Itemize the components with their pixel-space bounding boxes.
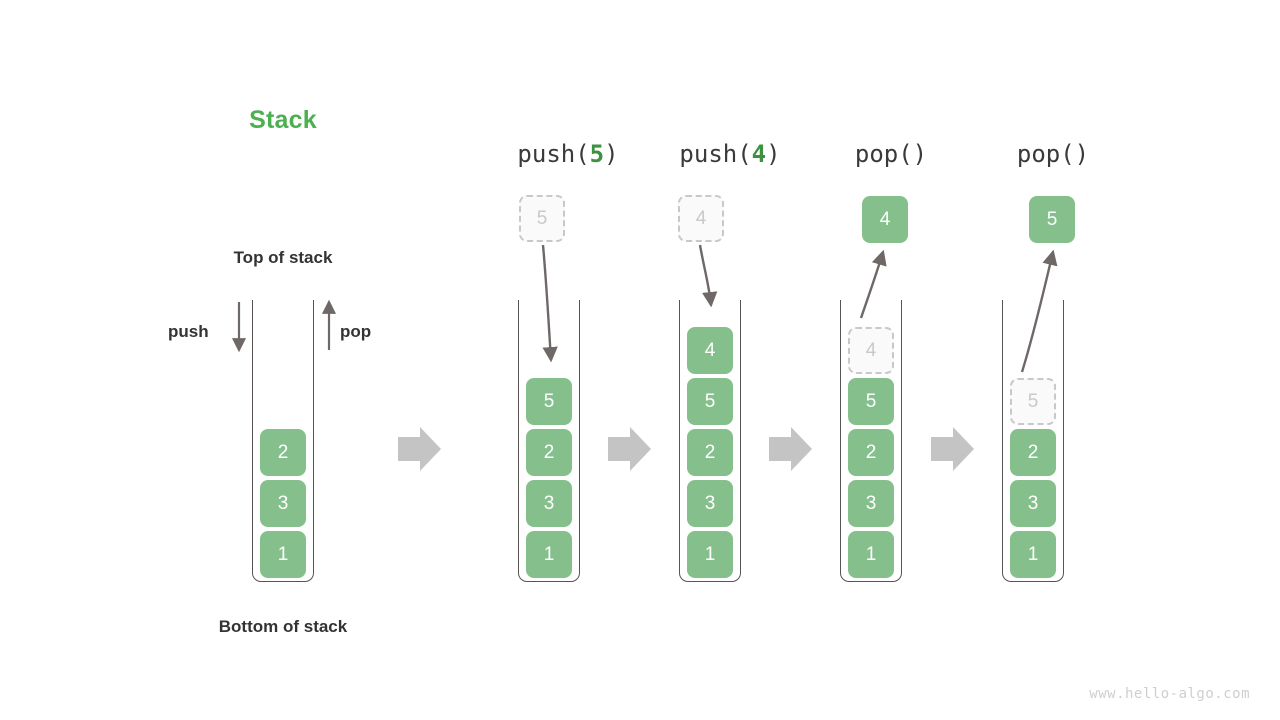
op-argument: 5 (589, 140, 605, 168)
op-paren-close: ) (604, 140, 619, 168)
label-pop: pop (340, 322, 372, 341)
stack-push-5-cell: 1 (526, 531, 572, 578)
stack-pop-4-cell: 5 (848, 378, 894, 425)
watermark: www.hello-algo.com (1089, 686, 1250, 702)
stack-initial-cell: 1 (260, 531, 306, 578)
op-header-push-4: push(4) (640, 140, 820, 168)
stack-frame (252, 300, 314, 582)
stack-frame (679, 300, 741, 582)
op-argument: 4 (751, 140, 767, 168)
op-header-pop-2: pop() (963, 140, 1143, 168)
stack-push-5-cell: 2 (526, 429, 572, 476)
op-name: pop( (854, 140, 913, 168)
stack-pop-4-cell: 2 (848, 429, 894, 476)
floating-box-pop-4: 4 (862, 196, 908, 243)
stack-pop-5-cell: 3 (1010, 480, 1056, 527)
floating-box-push-4: 4 (678, 195, 724, 242)
stack-push-5-cell: 5 (526, 378, 572, 425)
op-header-push-5: push(5) (478, 140, 658, 168)
stack-pop-5-cell: 2 (1010, 429, 1056, 476)
label-push: push (168, 322, 209, 341)
stack-push-5-cell: 3 (526, 480, 572, 527)
op-header-pop-1: pop() (801, 140, 981, 168)
stack-frame (840, 300, 902, 582)
stack-initial-cell: 3 (260, 480, 306, 527)
stack-frame (518, 300, 580, 582)
label-bottom-of-stack: Bottom of stack (218, 617, 348, 636)
stack-pop-4-cell: 4 (848, 327, 894, 374)
stack-initial-cell: 2 (260, 429, 306, 476)
page-title: Stack (249, 106, 317, 134)
flow-arrow-push-4 (698, 244, 718, 308)
transition-arrow-1 (398, 427, 441, 471)
stack-push-4-cell: 1 (687, 531, 733, 578)
floating-box-pop-5: 5 (1029, 196, 1075, 243)
stack-push-4-cell: 3 (687, 480, 733, 527)
floating-box-push-5: 5 (519, 195, 565, 242)
label-top-of-stack: Top of stack (233, 248, 333, 267)
op-paren-close: ) (912, 140, 928, 168)
op-name: push( (679, 140, 752, 168)
transition-arrow-3 (769, 427, 812, 471)
stack-push-4-cell: 5 (687, 378, 733, 425)
op-paren-close: ) (1074, 140, 1090, 168)
stack-pop-5-cell: 1 (1010, 531, 1056, 578)
op-name: pop( (1016, 140, 1075, 168)
transition-arrow-4 (931, 427, 974, 471)
op-paren-close: ) (766, 140, 781, 168)
stack-push-4-cell: 2 (687, 429, 733, 476)
stack-pop-5-cell: 5 (1010, 378, 1056, 425)
op-name: push( (517, 140, 590, 168)
stack-push-4-cell: 4 (687, 327, 733, 374)
stack-pop-4-cell: 3 (848, 480, 894, 527)
transition-arrow-2 (608, 427, 651, 471)
stack-frame (1002, 300, 1064, 582)
stack-pop-4-cell: 1 (848, 531, 894, 578)
